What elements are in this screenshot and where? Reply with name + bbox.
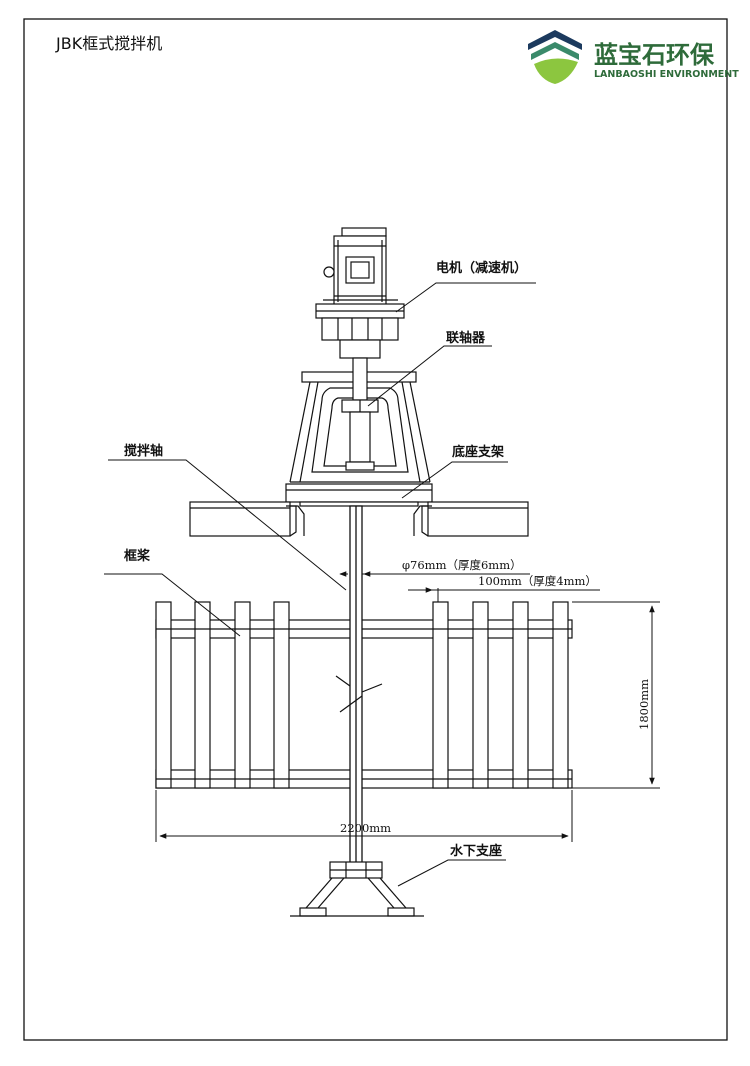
shaft <box>335 505 383 869</box>
label-shaft: 搅拌轴 <box>124 443 163 459</box>
label-base-frame: 底座支架 <box>452 444 504 460</box>
brand-logo: 蓝宝石环保 LANBAOSHI ENVIRONMENT <box>528 30 739 84</box>
dimension-width <box>155 790 573 842</box>
logo-mark-icon <box>528 30 582 84</box>
coupling <box>341 357 379 471</box>
leader-lines <box>104 282 536 887</box>
dimension-height <box>572 601 660 789</box>
beam-right <box>413 501 529 537</box>
dim-shaft-dia: φ76mm（厚度6mm） <box>402 558 522 572</box>
dim-bar-size: 100mm（厚度4mm） <box>478 574 597 588</box>
brand-name-en: LANBAOSHI ENVIRONMENT <box>594 69 739 80</box>
sheet-border <box>23 18 728 1041</box>
dimension-bar-size <box>408 587 600 602</box>
motor <box>315 227 405 359</box>
brand-name-cn: 蓝宝石环保 <box>594 41 715 69</box>
beam-left <box>189 501 305 537</box>
label-frame-paddle: 框桨 <box>124 548 151 564</box>
drawing-title: JBK框式搅拌机 <box>55 34 162 53</box>
dim-width: 2200mm <box>340 821 391 835</box>
label-motor: 电机（减速机） <box>436 260 527 276</box>
frame-paddle <box>155 601 573 789</box>
dim-height: 1800mm <box>637 679 651 730</box>
label-coupling: 联轴器 <box>446 330 486 346</box>
label-underwater-support: 水下支座 <box>450 843 502 859</box>
underwater-support <box>290 861 424 917</box>
